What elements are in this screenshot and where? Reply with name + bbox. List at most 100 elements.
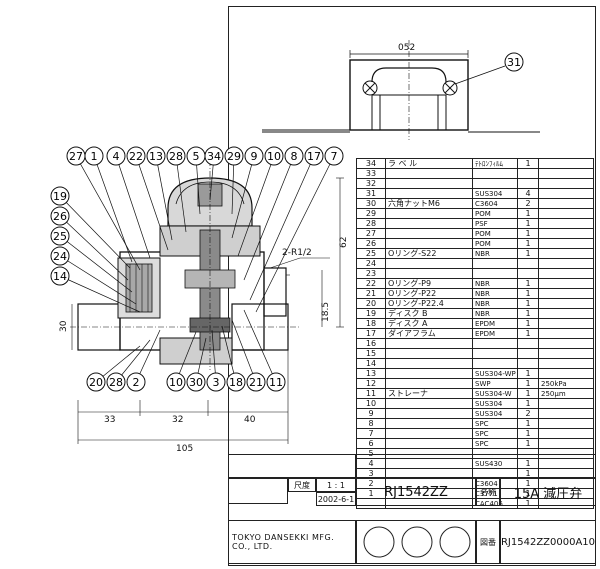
- callout-bubble: 11: [266, 372, 286, 392]
- parts-qty: [517, 268, 539, 279]
- callout-bubble: 31: [504, 52, 524, 72]
- callout-number: 28: [169, 150, 183, 163]
- parts-mat: POM: [472, 208, 518, 219]
- parts-name: [385, 258, 473, 269]
- callout-bubble: 27: [66, 146, 86, 166]
- parts-rem: [538, 238, 594, 249]
- parts-no: 21: [356, 288, 386, 299]
- parts-qty: 1: [517, 158, 539, 169]
- parts-rem: [538, 438, 594, 449]
- callout-number: 25: [53, 230, 67, 243]
- parts-row: 16: [356, 338, 594, 349]
- parts-mat: SUS304-W: [472, 388, 518, 399]
- callout-bubble: 13: [146, 146, 166, 166]
- parts-no: 12: [356, 378, 386, 389]
- parts-no: 24: [356, 258, 386, 269]
- parts-no: 26: [356, 238, 386, 249]
- leader-line: [59, 195, 131, 269]
- parts-rem: [538, 428, 594, 439]
- callout-number: 20: [89, 376, 103, 389]
- callout-bubble: 29: [224, 146, 244, 166]
- callout-bubble: 19: [50, 186, 70, 206]
- drawing-number: RJ1542ZZ: [356, 478, 476, 506]
- callout-number: 30: [189, 376, 203, 389]
- parts-rem: [538, 328, 594, 339]
- callout-number: 13: [149, 150, 163, 163]
- parts-name: [385, 428, 473, 439]
- parts-no: 29: [356, 208, 386, 219]
- parts-rem: [538, 198, 594, 209]
- parts-row: 32: [356, 178, 594, 189]
- callout-bubble: 34: [204, 146, 224, 166]
- parts-qty: 2: [517, 198, 539, 209]
- parts-qty: 1: [517, 298, 539, 309]
- callout-number: 27: [69, 150, 83, 163]
- callout-bubble: 21: [246, 372, 266, 392]
- parts-no: 11: [356, 388, 386, 399]
- parts-no: 7: [356, 428, 386, 439]
- parts-mat: SUS304: [472, 408, 518, 419]
- parts-name: [385, 238, 473, 249]
- leader-line: [237, 155, 275, 257]
- parts-mat: SUS304-WP: [472, 368, 518, 379]
- callout-number: 21: [249, 376, 263, 389]
- parts-mat: SPC: [472, 438, 518, 449]
- parts-no: 31: [356, 188, 386, 199]
- company-name: TOKYO DANSEKKI MFG. CO., LTD.: [228, 520, 356, 564]
- parts-name: ディスク B: [385, 308, 473, 319]
- parts-no: 8: [356, 418, 386, 429]
- callout-bubble: 8: [284, 146, 304, 166]
- parts-no: 10: [356, 398, 386, 409]
- parts-name: [385, 208, 473, 219]
- parts-qty: 1: [517, 388, 539, 399]
- callout-number: 7: [331, 150, 338, 163]
- callout-leaders: [59, 155, 335, 383]
- parts-mat: [472, 168, 518, 179]
- parts-mat: EPDM: [472, 328, 518, 339]
- callout-number: 4: [113, 150, 120, 163]
- parts-name: ラ ベ ル: [385, 158, 473, 169]
- parts-no: 34: [356, 158, 386, 169]
- parts-rem: [538, 418, 594, 429]
- parts-qty: 1: [517, 278, 539, 289]
- scale-label: 尺度: [288, 478, 316, 492]
- callout-number: 24: [53, 250, 67, 263]
- parts-rem: [538, 248, 594, 259]
- parts-mat: SUS304: [472, 398, 518, 409]
- parts-rem: [538, 298, 594, 309]
- leader-line: [255, 155, 335, 313]
- name-label: 名称: [476, 478, 500, 506]
- callout-number: 28: [109, 376, 123, 389]
- parts-mat: EPDM: [472, 318, 518, 329]
- parts-name: [385, 168, 473, 179]
- callout-number: 1: [91, 150, 98, 163]
- dim-33: 33: [104, 415, 115, 425]
- parts-rem: 250kPa: [538, 378, 594, 389]
- parts-qty: 1: [517, 228, 539, 239]
- parts-row: 14: [356, 358, 594, 369]
- callout-number: 3: [213, 376, 220, 389]
- callout-number: 2: [133, 376, 140, 389]
- parts-name: Oリング-P22.4: [385, 298, 473, 309]
- leader-line: [231, 155, 235, 215]
- parts-rem: [538, 228, 594, 239]
- callout-number: 5: [193, 150, 200, 163]
- callout-bubble: 4: [106, 146, 126, 166]
- parts-name: Oリング-P22: [385, 288, 473, 299]
- parts-mat: SPC: [472, 428, 518, 439]
- parts-mat: POM: [472, 238, 518, 249]
- dim-32: 32: [172, 415, 183, 425]
- parts-qty: [517, 178, 539, 189]
- parts-name: [385, 368, 473, 379]
- callout-bubble: 22: [126, 146, 146, 166]
- parts-mat: [472, 258, 518, 269]
- stamp-seals: [363, 526, 471, 558]
- parts-mat: SPC: [472, 418, 518, 429]
- parts-rem: [538, 278, 594, 289]
